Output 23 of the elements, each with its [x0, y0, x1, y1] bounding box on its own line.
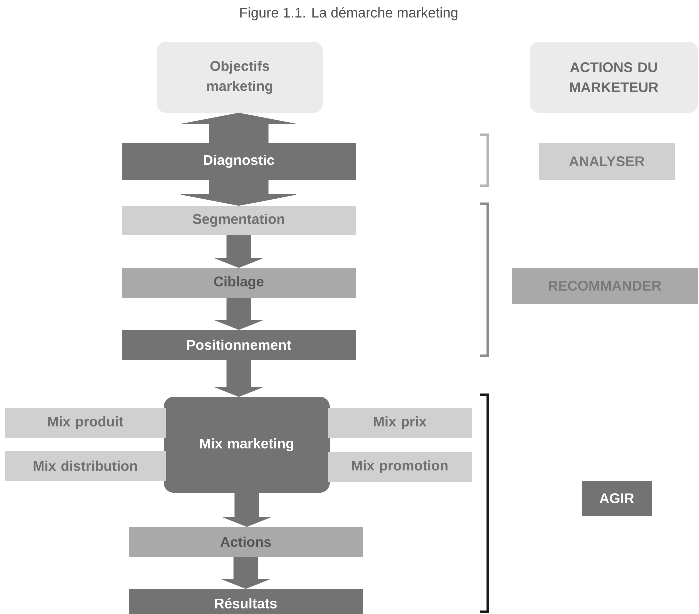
block-arrow [216, 298, 262, 330]
mix-box: Mix promotion [328, 452, 472, 482]
step-box: Ciblage [122, 268, 356, 298]
block-arrow [222, 556, 270, 590]
step-box: Segmentation [122, 206, 356, 235]
block-arrow [181, 112, 297, 144]
block-arrow [224, 492, 270, 528]
step-box: Diagnostic [122, 143, 356, 180]
heading-box: ACTIONS DU MARKETEUR [530, 42, 698, 113]
block-arrow [216, 234, 262, 268]
mix-box: Mix distribution [5, 451, 166, 481]
central-box: Mix marketing [164, 397, 330, 493]
step-box: Actions [129, 527, 363, 557]
step-box: Résultats [129, 589, 363, 614]
figure-title: Figure 1.1. La démarche marketing [240, 7, 458, 21]
mix-box: Mix produit [5, 408, 166, 438]
block-arrow [216, 360, 262, 398]
block-arrow [181, 180, 297, 206]
action-box: AGIR [582, 481, 652, 516]
step-box: Positionnement [122, 330, 356, 360]
heading-box: Objectifs marketing [157, 42, 323, 113]
action-box: ANALYSER [539, 143, 675, 180]
mix-box: Mix prix [328, 408, 472, 438]
